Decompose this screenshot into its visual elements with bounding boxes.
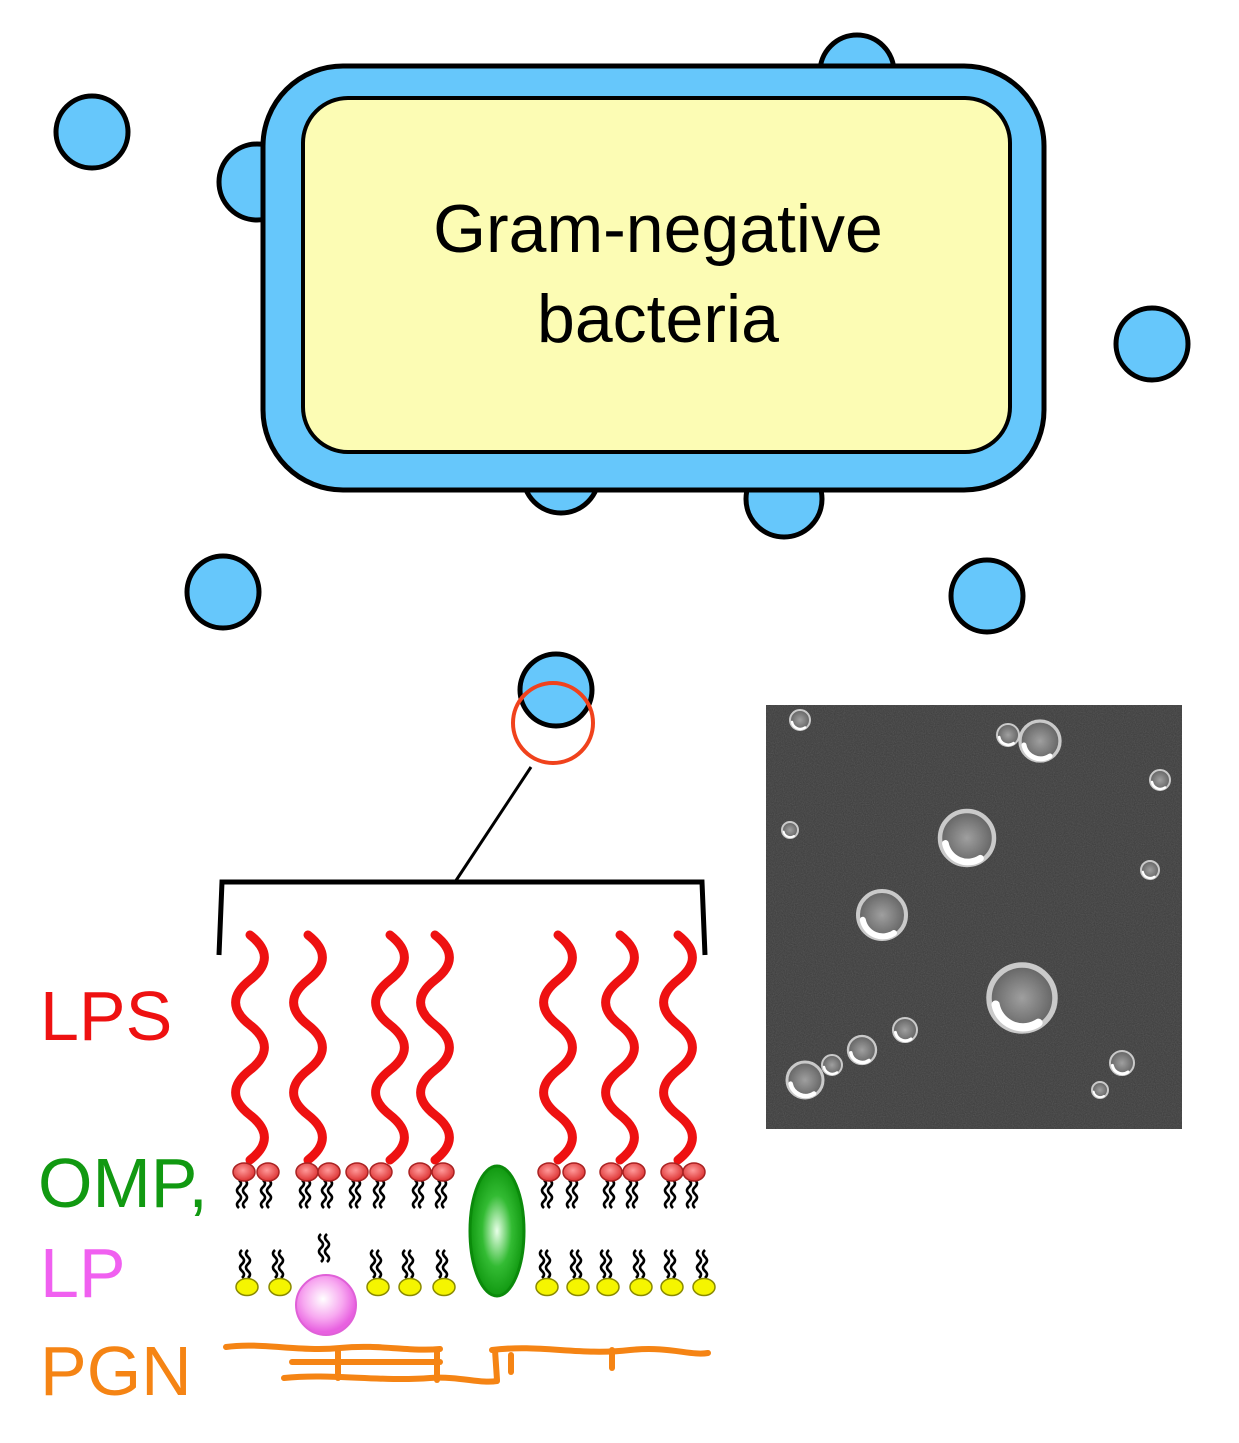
vesicle: [53, 93, 131, 171]
lipid-head-outer: [682, 1162, 706, 1182]
vesicle: [184, 553, 262, 631]
lipid-head-outer: [345, 1162, 369, 1182]
lps-chain: [659, 930, 697, 1165]
vesicle: [948, 557, 1026, 635]
lipid-head-inner: [660, 1277, 684, 1297]
lipid-head-inner: [596, 1277, 620, 1297]
lipid-head-inner: [432, 1277, 456, 1297]
label-lp: LP: [40, 1234, 126, 1312]
lipid-head-outer: [256, 1162, 280, 1182]
lps-chain: [371, 930, 409, 1165]
lps-chain: [601, 930, 639, 1165]
lps-chain: [289, 930, 327, 1165]
electron-micrograph: [766, 705, 1182, 1129]
vesicle: [1113, 305, 1191, 383]
lipid-head-outer: [562, 1162, 586, 1182]
vesicle-zoomed: [517, 651, 595, 729]
lipid-head-inner: [268, 1277, 292, 1297]
lipid-head-outer: [369, 1162, 393, 1182]
lps-chain: [416, 930, 454, 1165]
lipid-head-outer: [660, 1162, 684, 1182]
zoom-line: [453, 766, 533, 883]
cytoplasm: [301, 96, 1012, 454]
lipid-head-outer: [317, 1162, 341, 1182]
bacterium-cell: Gram-negative bacteria: [216, 32, 1047, 540]
lps-chain: [539, 930, 577, 1165]
lipid-head-outer: [232, 1162, 256, 1182]
lipid-head-inner: [398, 1277, 422, 1297]
lipid-head-inner: [629, 1277, 653, 1297]
label-pgn: PGN: [40, 1332, 192, 1410]
zoom-circle: [511, 681, 595, 765]
label-lps: LPS: [40, 977, 172, 1055]
lipid-head-outer: [599, 1162, 623, 1182]
lipid-bilayer: [232, 1162, 716, 1297]
lipid-head-inner: [566, 1277, 590, 1297]
omp-protein: [468, 1164, 526, 1298]
lipid-head-outer: [622, 1162, 646, 1182]
lipid-head-inner: [366, 1277, 390, 1297]
pgn-layer: [223, 1342, 711, 1385]
membrane-bracket: [216, 879, 708, 956]
lipid-head-inner: [692, 1277, 716, 1297]
lps-chains: [231, 930, 697, 1165]
lipid-head-outer: [408, 1162, 432, 1182]
lps-chain: [231, 930, 269, 1165]
lipid-head-inner: [535, 1277, 559, 1297]
title-line-1: Gram-negative: [433, 191, 883, 267]
free-vesicles: [53, 93, 1191, 729]
lipid-head-outer: [295, 1162, 319, 1182]
title-line-2: bacteria: [537, 281, 779, 357]
lp-lipoprotein: [295, 1274, 357, 1336]
lipid-head-outer: [537, 1162, 561, 1182]
lipid-head-inner: [235, 1277, 259, 1297]
label-omp: OMP,: [38, 1144, 208, 1222]
lipid-head-outer: [431, 1162, 455, 1182]
